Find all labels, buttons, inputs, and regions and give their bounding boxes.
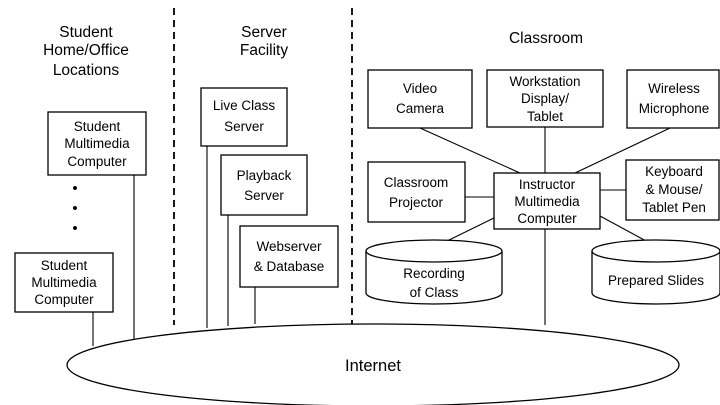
node-label: Tablet <box>527 109 563 124</box>
recording-cylinder-body <box>365 251 503 305</box>
slides-cylinder-body <box>591 251 720 305</box>
student-computer-bottom: Student Multimedia Computer <box>14 252 114 313</box>
node-label: Instructor <box>519 177 576 192</box>
prepared-slides-cylinder: Prepared Slides <box>591 239 720 305</box>
internet-label: Internet <box>345 357 401 375</box>
header-server-line: Facility <box>240 42 288 59</box>
node-label: Keyboard <box>645 164 703 179</box>
workstation-display-box <box>486 69 604 128</box>
classroom-projector: Classroom Projector <box>367 161 466 223</box>
playback-server: Playback Server <box>220 154 308 216</box>
live-class-server-box <box>200 87 288 147</box>
node-label: Student <box>41 258 88 273</box>
node-label: Video <box>403 81 437 96</box>
link-slides-instructor <box>599 215 649 243</box>
classroom-projector-box <box>367 161 466 223</box>
node-label: Recording <box>403 266 465 281</box>
node-label: & Database <box>254 259 325 274</box>
instructor-computer: Instructor Multimedia Computer <box>493 172 601 230</box>
playback-server-box <box>220 154 308 216</box>
header-classroom-line: Classroom <box>509 30 583 47</box>
student-computer-top: Student Multimedia Computer <box>47 111 147 176</box>
connections <box>92 127 671 346</box>
node-label: Classroom <box>384 175 449 190</box>
node-label: Projector <box>389 195 444 210</box>
live-class-server: Live Class Server <box>200 87 288 147</box>
student-computer-top-box <box>47 111 147 176</box>
node-label: Server <box>244 188 284 203</box>
wireless-microphone: Wireless Microphone <box>626 69 720 129</box>
ellipsis-dot: • <box>72 200 77 217</box>
video-camera: Video Camera <box>367 69 473 129</box>
header-student-locations: Student Home/Office Locations <box>43 24 129 79</box>
header-student-line: Home/Office <box>43 42 129 59</box>
node-label: Microphone <box>639 101 710 116</box>
node-label: Multimedia <box>514 194 580 209</box>
video-camera-box <box>367 69 473 129</box>
node-label: Multimedia <box>31 275 97 290</box>
wireless-microphone-box <box>626 69 720 129</box>
node-label: Tablet Pen <box>642 200 706 215</box>
node-label: Server <box>224 119 264 134</box>
recording-cylinder-top <box>365 239 503 263</box>
header-student-line: Student <box>59 24 113 41</box>
node-label: Playback <box>237 168 292 183</box>
slides-cylinder-top <box>591 239 720 263</box>
node-label: Prepared Slides <box>608 273 704 288</box>
node-label: Live Class <box>213 98 276 113</box>
instructor-computer-box <box>493 172 601 230</box>
node-label: Computer <box>67 154 127 169</box>
node-label: Webserver <box>256 239 322 254</box>
keyboard-mouse: Keyboard & Mouse/ Tablet Pen <box>625 159 720 221</box>
ellipsis-dot: • <box>72 220 77 237</box>
node-label: Display/ <box>521 91 569 106</box>
node-label: Computer <box>517 211 577 226</box>
link-camera-instructor <box>419 127 521 174</box>
header-server-facility: Server Facility <box>240 24 288 59</box>
node-label: of Class <box>410 285 459 300</box>
webserver-database-box <box>239 225 339 288</box>
node-label: Multimedia <box>64 136 130 151</box>
node-label: & Mouse/ <box>645 182 702 197</box>
node-label: Computer <box>34 292 94 307</box>
keyboard-mouse-box <box>625 159 720 221</box>
header-student-line: Locations <box>53 62 120 79</box>
node-label: Student <box>74 119 121 134</box>
node-label: Workstation <box>509 74 580 89</box>
webserver-database: Webserver & Database <box>239 225 339 288</box>
student-computer-bottom-box <box>14 252 114 313</box>
node-label: Camera <box>396 101 445 116</box>
internet-node: Internet <box>66 323 680 405</box>
ellipsis-dot: • <box>72 180 77 197</box>
node-label: Wireless <box>648 81 700 96</box>
link-recording-instructor <box>444 215 499 243</box>
header-classroom: Classroom <box>509 30 583 47</box>
recording-of-class-cylinder: Recording of Class <box>365 239 503 305</box>
internet-ellipse <box>66 323 680 405</box>
header-server-line: Server <box>241 24 287 41</box>
workstation-display: Workstation Display/ Tablet <box>486 69 604 128</box>
link-microphone-instructor <box>574 127 671 174</box>
vertical-ellipsis: • • • <box>72 180 77 237</box>
